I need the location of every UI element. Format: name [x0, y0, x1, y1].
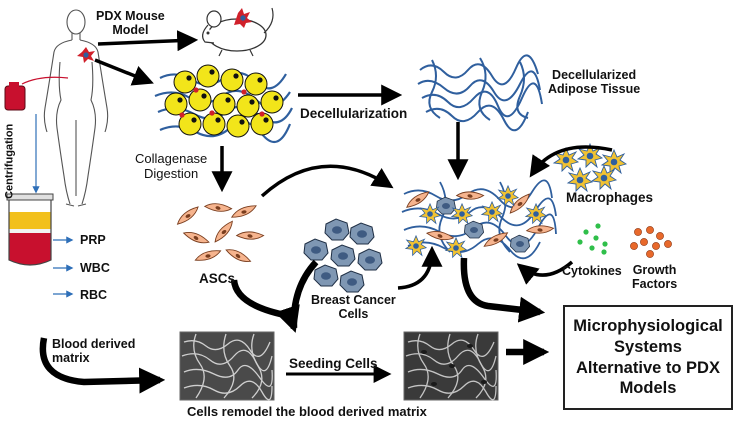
prp-label: PRP	[80, 233, 106, 247]
footer-caption: Cells remodel the blood derived matrix	[187, 404, 427, 419]
growth-factors-label: Growth Factors	[632, 263, 678, 292]
centrifugation-label: Centrifugation	[3, 123, 16, 199]
result-text: Microphysiological Systems Alternative t…	[573, 317, 723, 398]
macrophages-label: Macrophages	[566, 190, 654, 205]
decellularized-matrix-icon	[417, 54, 543, 132]
mouse-icon	[202, 7, 274, 57]
blood-bag-icon	[4, 76, 69, 111]
adipose-tissue-icon	[154, 64, 293, 144]
process-arrows	[39, 30, 613, 394]
human-figure-icon	[43, 9, 109, 207]
breast-cancer-cells-label: Breast Cancer Cells	[311, 293, 396, 322]
breast-tumor-icon	[77, 47, 95, 63]
pdx-mouse-model-label: PDX Mouse Model	[96, 9, 165, 38]
centrifugation-arrows	[32, 114, 74, 298]
blood-derived-matrix-label: Blood derived matrix	[52, 337, 136, 366]
rbc-label: RBC	[80, 288, 108, 302]
ascs-label: ASCs	[199, 271, 236, 286]
decellularized-adipose-label: Decellularized Adipose Tissue	[548, 68, 641, 97]
decellularization-label: Decellularization	[300, 106, 408, 121]
collagenase-digestion-label: Collagenase Digestion	[135, 151, 208, 181]
sem-image-left	[179, 331, 275, 401]
breast-cancer-cells-icon	[303, 218, 383, 293]
cytokines-label: Cytokines	[562, 264, 622, 278]
seeding-cells-label: Seeding Cells	[289, 356, 378, 371]
wbc-label: WBC	[80, 261, 110, 275]
coculture-matrix-icon	[401, 179, 557, 260]
sem-image-right	[403, 331, 499, 401]
growth-factors-icon	[630, 226, 672, 258]
cytokines-icon	[577, 223, 608, 255]
result-box: Microphysiological Systems Alternative t…	[563, 305, 733, 410]
centrifuge-tube-icon	[6, 193, 54, 266]
asc-cells-icon	[173, 198, 265, 268]
